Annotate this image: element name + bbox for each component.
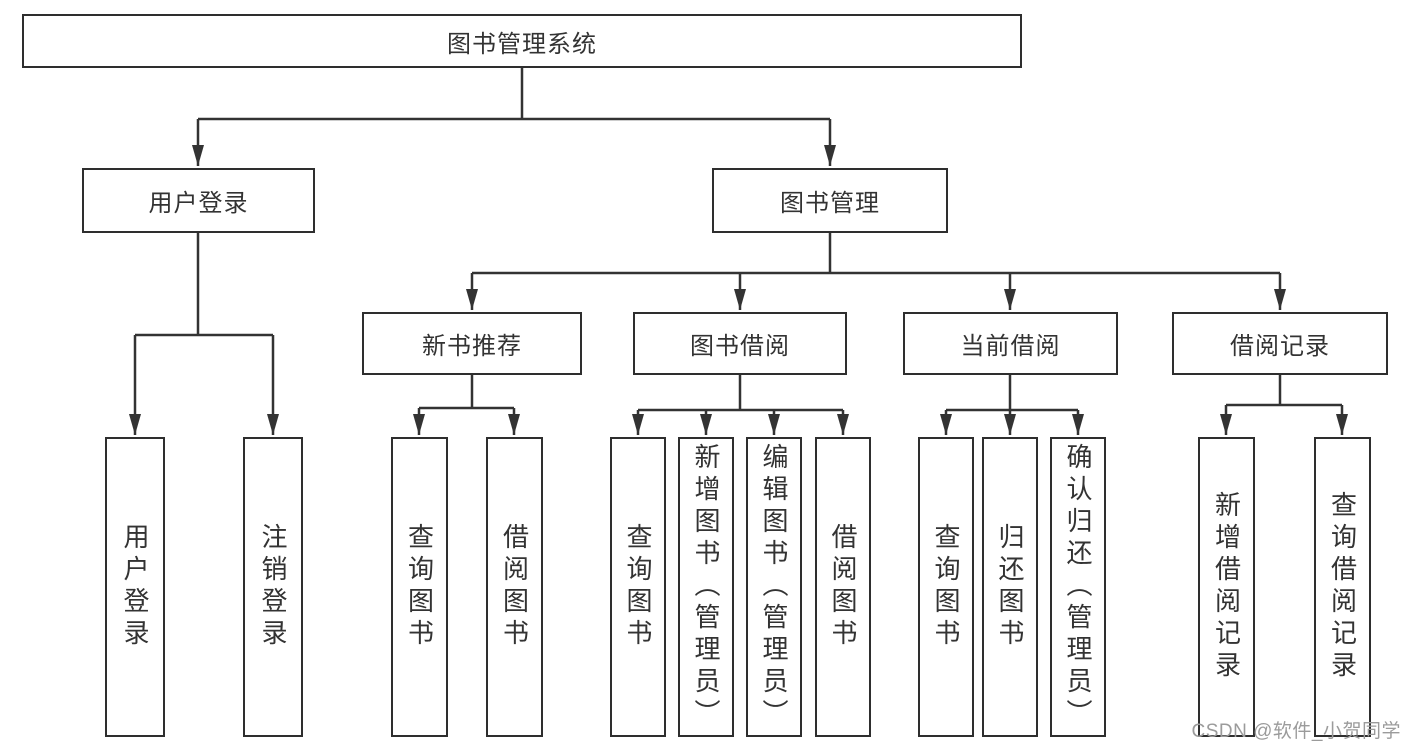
- node-label: 图书管理: [780, 190, 880, 217]
- node-label: 借阅图书: [499, 523, 530, 651]
- node-label: 编辑图书（管理员）: [759, 443, 789, 731]
- leaf-user-login: 用户登录: [105, 437, 165, 737]
- node-label: 确认归还（管理员）: [1063, 443, 1093, 731]
- node-label: 查询借阅记录: [1327, 491, 1358, 683]
- node-label: 借阅记录: [1230, 333, 1330, 360]
- node-label: 图书管理系统: [447, 30, 597, 58]
- node-user-login: 用户登录: [82, 168, 315, 233]
- leaf-return-books: 归还图书: [982, 437, 1038, 737]
- leaf-edit-book-admin: 编辑图书（管理员）: [746, 437, 802, 737]
- leaf-query-books-1: 查询图书: [391, 437, 448, 737]
- node-book-borrowing: 图书借阅: [633, 312, 847, 375]
- leaf-borrow-books-2: 借阅图书: [815, 437, 871, 737]
- node-label: 当前借阅: [960, 333, 1061, 360]
- node-new-book-recommend: 新书推荐: [362, 312, 582, 375]
- leaf-add-book-admin: 新增图书（管理员）: [678, 437, 734, 737]
- watermark: CSDN @软件_小贺同学: [1191, 721, 1401, 742]
- node-label: 查询图书: [404, 523, 435, 651]
- node-book-management: 图书管理: [712, 168, 948, 233]
- leaf-query-books-3: 查询图书: [918, 437, 974, 737]
- leaf-borrow-books-1: 借阅图书: [486, 437, 543, 737]
- leaf-query-books-2: 查询图书: [610, 437, 666, 737]
- node-label: 归还图书: [995, 523, 1025, 651]
- node-label: 图书借阅: [690, 333, 790, 360]
- node-label: 注销登录: [258, 523, 288, 651]
- leaf-confirm-return-admin: 确认归还（管理员）: [1050, 437, 1106, 737]
- node-label: 查询图书: [931, 523, 961, 651]
- node-label: 新书推荐: [422, 333, 522, 360]
- node-current-borrowing: 当前借阅: [903, 312, 1118, 375]
- node-label: 用户登录: [120, 523, 150, 651]
- node-label: 查询图书: [623, 523, 653, 651]
- node-label: 借阅图书: [828, 523, 858, 651]
- leaf-add-borrow-record: 新增借阅记录: [1198, 437, 1255, 737]
- leaf-logout: 注销登录: [243, 437, 303, 737]
- node-label: 新增借阅记录: [1211, 491, 1242, 683]
- node-root-library-system: 图书管理系统: [22, 14, 1022, 68]
- leaf-query-borrow-record: 查询借阅记录: [1314, 437, 1371, 737]
- node-label: 新增图书（管理员）: [691, 443, 721, 731]
- node-borrow-records: 借阅记录: [1172, 312, 1388, 375]
- node-label: 用户登录: [148, 190, 249, 217]
